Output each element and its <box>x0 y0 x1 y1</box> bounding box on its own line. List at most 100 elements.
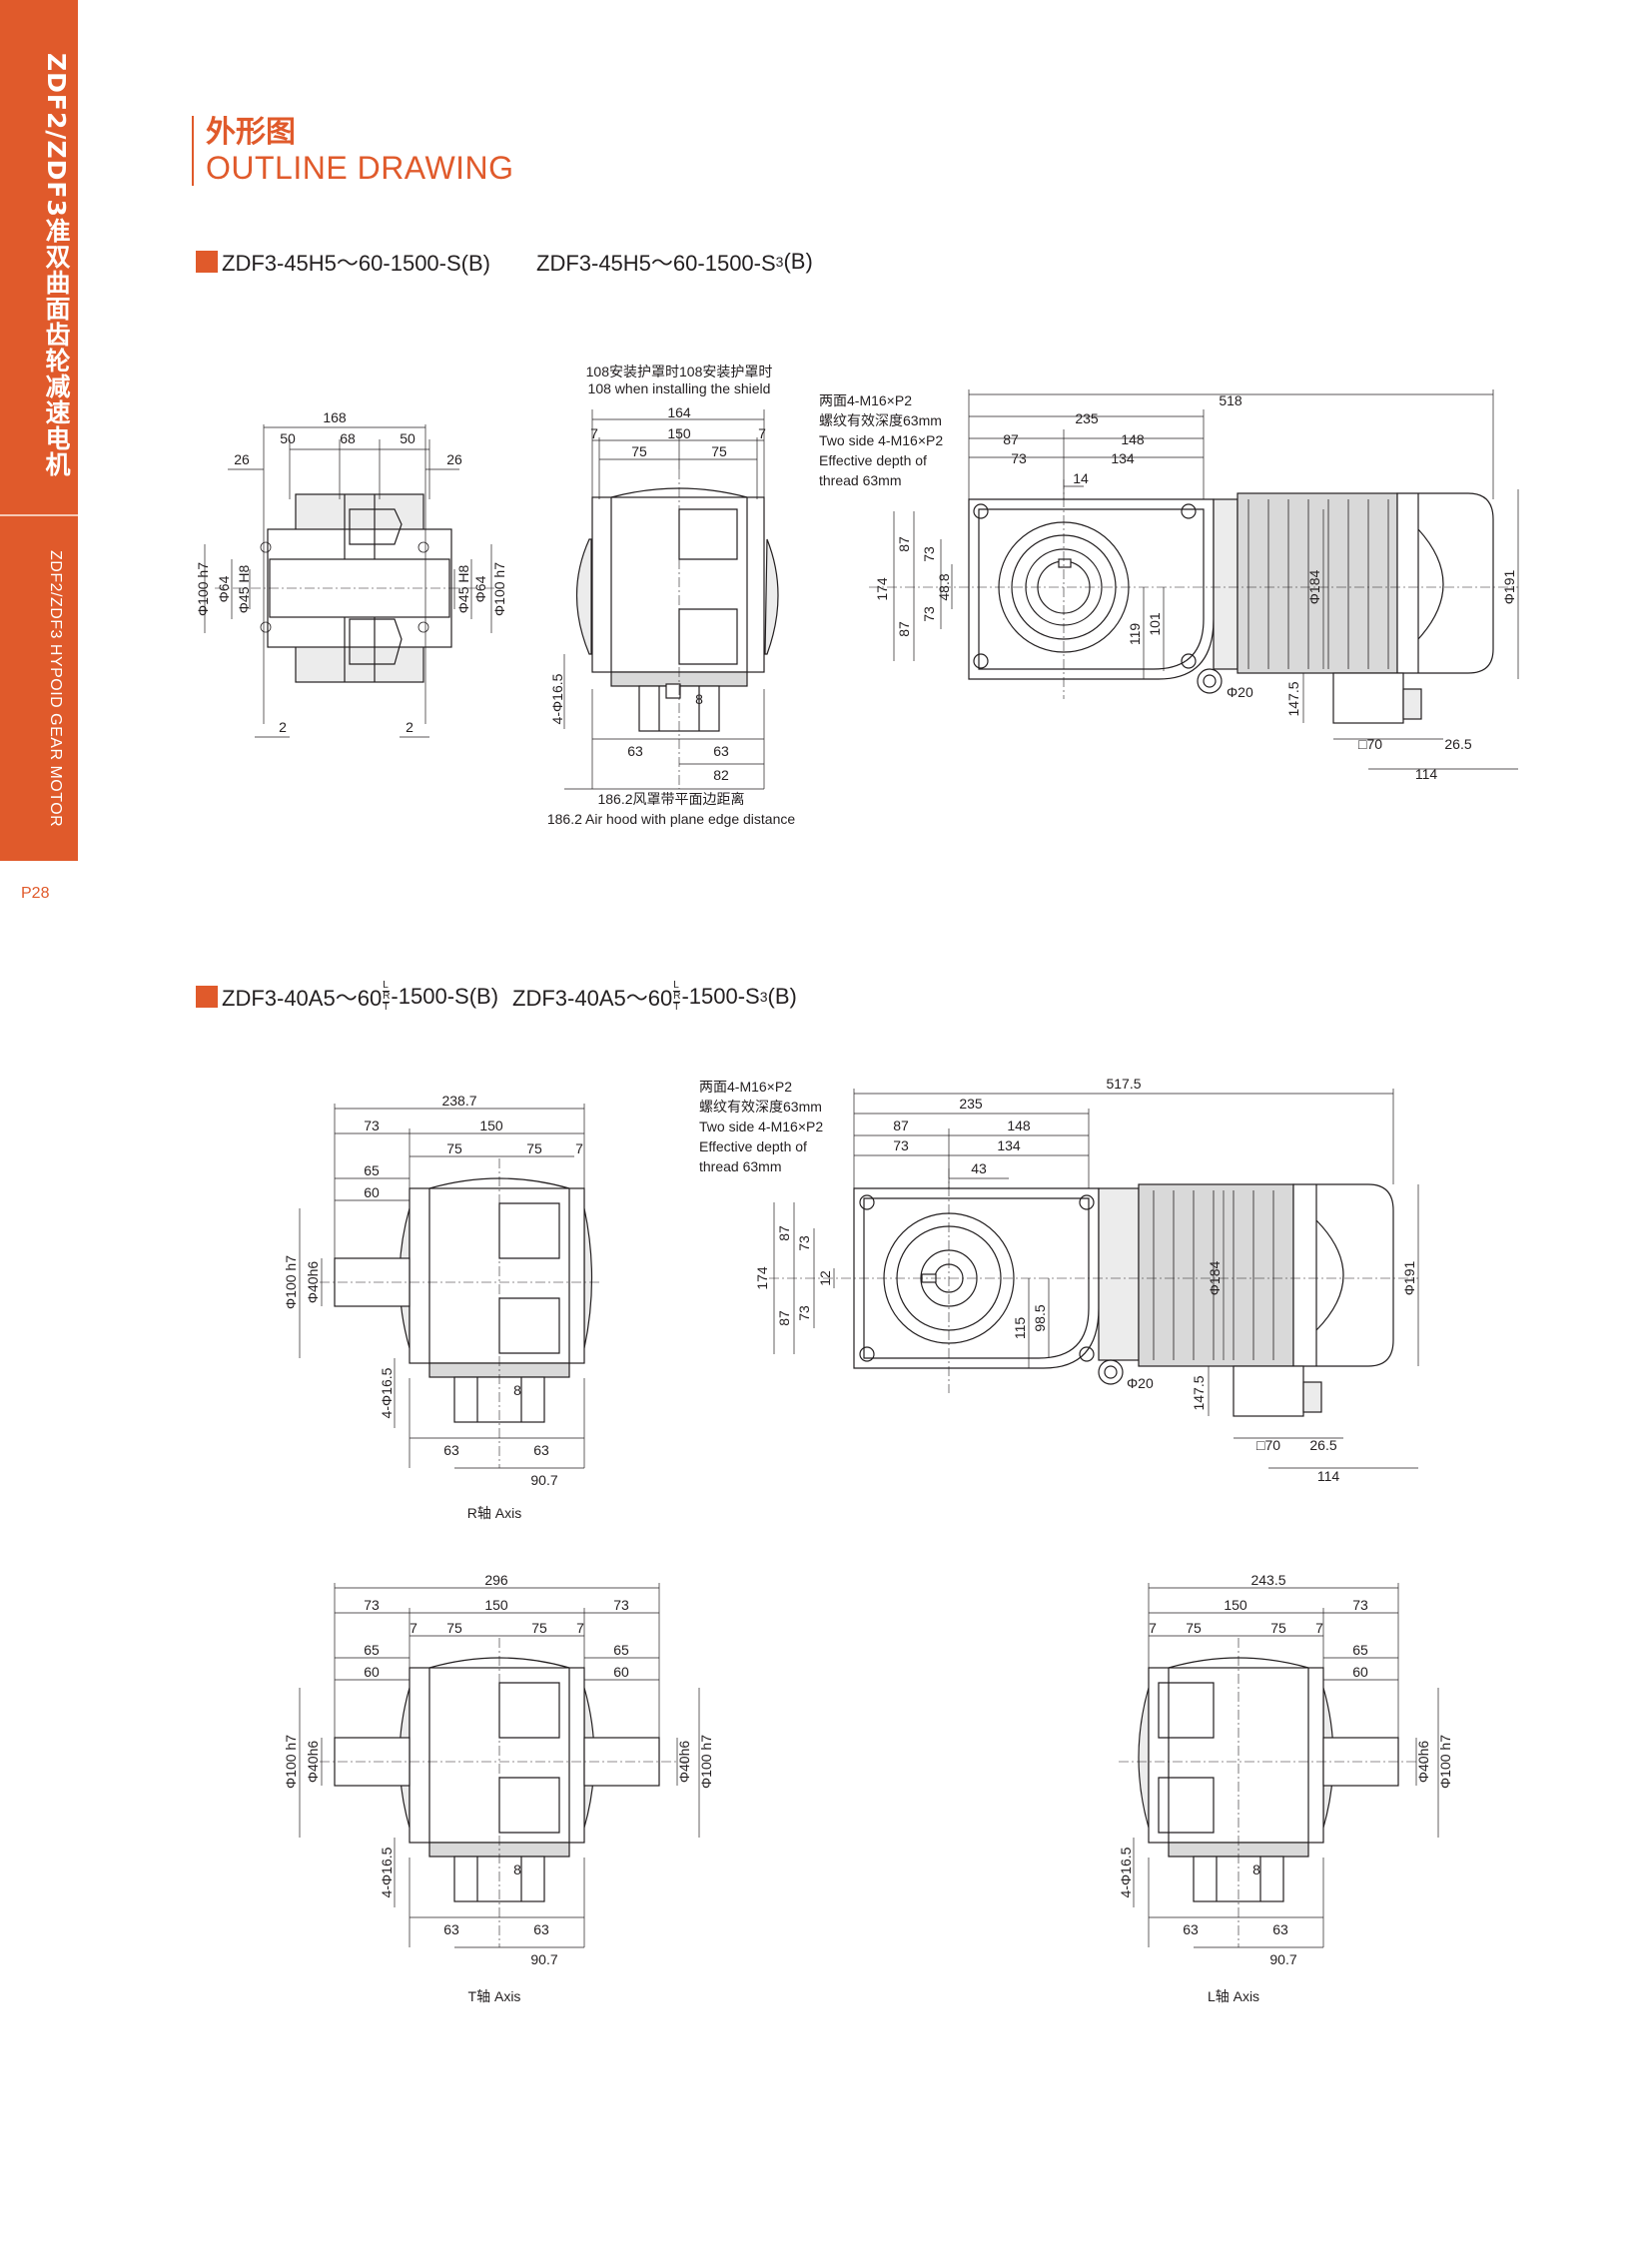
m2-note1: 两面4-M16×P2 <box>699 1079 792 1095</box>
r-dim-7: 7 <box>575 1140 583 1156</box>
section2-model-b-post: (B) <box>767 984 797 1009</box>
sidebar-subtitle: ZDF2/ZDF3 HYPOID GEAR MOTOR <box>47 550 64 828</box>
r-dim-63b: 63 <box>533 1442 549 1458</box>
m2-note3: Two side 4-M16×P2 <box>699 1119 823 1134</box>
r-dim-75b: 75 <box>526 1140 542 1156</box>
dim-26a: 26 <box>234 451 250 467</box>
dim-7a: 7 <box>590 425 598 441</box>
r-dim-63a: 63 <box>443 1442 459 1458</box>
m2-dim-174: 174 <box>754 1266 770 1290</box>
m2-dim-43: 43 <box>971 1160 987 1176</box>
r-dim-8: 8 <box>513 1382 521 1398</box>
dim-phi45-left: Φ45 H8 <box>236 565 252 614</box>
m1-dim-phi184: Φ184 <box>1306 570 1322 605</box>
dim-phi64-left: Φ64 <box>216 575 232 602</box>
heading-english: OUTLINE DRAWING <box>206 150 514 186</box>
l-dim-60: 60 <box>1352 1664 1368 1680</box>
s1-front-view <box>204 424 504 738</box>
r-dim-90: 90.7 <box>530 1472 557 1488</box>
t-dim-296: 296 <box>484 1572 508 1588</box>
sidebar-divider <box>0 514 78 516</box>
l-dim-hole: 4-Φ16.5 <box>1118 1847 1134 1897</box>
m1-dim-phi20: Φ20 <box>1227 684 1253 700</box>
dim-hole: 4-Φ16.5 <box>549 673 565 724</box>
m2-note2: 螺纹有效深度63mm <box>699 1099 822 1115</box>
s1-motor-view <box>869 389 1519 770</box>
m2-dim-73a: 73 <box>796 1235 812 1251</box>
t-dim-65b: 65 <box>613 1642 629 1658</box>
frac-r: R <box>383 991 391 1003</box>
frac-r: R <box>673 991 681 1003</box>
s2-motor-view <box>769 1089 1419 1469</box>
t-dim-phi40b: Φ40h6 <box>676 1741 692 1784</box>
shield-note-cn: 108安装护罩时108安装护罩时 <box>586 364 773 379</box>
m1-dim-sq70: □70 <box>1358 736 1382 752</box>
m1-note2: 螺纹有效深度63mm <box>819 412 942 428</box>
r-dim-73: 73 <box>364 1118 380 1133</box>
frac-stack: L R T <box>383 981 391 1013</box>
section2-model-b: ZDF3-40A5～60 <box>512 986 673 1011</box>
dim-2a: 2 <box>279 719 287 735</box>
l-dim-75b: 75 <box>1270 1620 1286 1636</box>
t-dim-8: 8 <box>513 1862 521 1877</box>
t-dim-90: 90.7 <box>530 1951 557 1967</box>
t-dim-7b: 7 <box>576 1620 584 1636</box>
m2-note4: Effective depth of <box>699 1138 807 1154</box>
section1-model-line: ZDF3-45H5～60-1500-S(B) ZDF3-45H5～60-1500… <box>196 246 813 278</box>
m1-note5: thread 63mm <box>819 472 901 488</box>
m1-dim-87: 87 <box>1003 431 1019 447</box>
frac-stack: L R T <box>673 980 681 1013</box>
s2-l-axis-view <box>1119 1583 1439 1948</box>
shield-note-en: 108 when installing the shield <box>588 380 771 396</box>
m1-note4: Effective depth of <box>819 452 927 468</box>
m2-dim-115: 115 <box>1012 1317 1028 1340</box>
m1-note3: Two side 4-M16×P2 <box>819 432 943 448</box>
m2-dim-147: 147.5 <box>1191 1375 1207 1410</box>
section2-model-a-post: -1500-S(B) <box>391 984 499 1009</box>
section2-model-line: ZDF3-40A5～60 L R T -1500-S(B) ZDF3-40A5～… <box>196 981 797 1013</box>
r-dim-238: 238.7 <box>441 1093 476 1109</box>
r-dim-75a: 75 <box>446 1140 462 1156</box>
r-dim-150: 150 <box>479 1118 503 1133</box>
r-dim-hole: 4-Φ16.5 <box>379 1367 395 1418</box>
section2-model-a: ZDF3-40A5～60 <box>222 986 383 1011</box>
m1-dim-87b: 87 <box>896 621 912 637</box>
l-dim-65: 65 <box>1352 1642 1368 1658</box>
dim-50b: 50 <box>400 430 415 446</box>
l-dim-243: 243.5 <box>1250 1572 1285 1588</box>
dim-82: 82 <box>713 767 729 783</box>
m2-note5: thread 63mm <box>699 1158 781 1174</box>
m2-dim-sq70: □70 <box>1256 1437 1280 1453</box>
t-dim-phi100a: Φ100 h7 <box>283 1735 299 1789</box>
m1-dim-101: 101 <box>1147 612 1163 636</box>
l-dim-63a: 63 <box>1183 1921 1199 1937</box>
t-dim-60b: 60 <box>613 1664 629 1680</box>
dim-8: 8 <box>695 691 703 707</box>
m2-dim-12: 12 <box>817 1270 833 1286</box>
m1-dim-235: 235 <box>1075 410 1099 426</box>
m2-dim-87a: 87 <box>776 1225 792 1241</box>
m2-dim-phi20: Φ20 <box>1127 1375 1154 1391</box>
m1-dim-518: 518 <box>1219 392 1242 408</box>
page-heading: 外形图 OUTLINE DRAWING <box>192 116 514 186</box>
dim-26b: 26 <box>446 451 462 467</box>
dim-50a: 50 <box>280 430 296 446</box>
t-dim-63a: 63 <box>443 1921 459 1937</box>
t-dim-150: 150 <box>484 1597 508 1613</box>
m2-dim-73b: 73 <box>796 1305 812 1321</box>
dim-75a: 75 <box>631 443 647 459</box>
t-dim-phi100b: Φ100 h7 <box>698 1735 714 1789</box>
dim-phi100-right: Φ100 h7 <box>491 562 507 616</box>
l-dim-7a: 7 <box>1149 1620 1157 1636</box>
frac-l: L <box>673 980 679 991</box>
m2-dim-phi191: Φ191 <box>1401 1261 1417 1296</box>
t-dim-65a: 65 <box>364 1642 380 1658</box>
section1-model-b: ZDF3-45H5～60-1500-S <box>536 251 776 276</box>
heading-chinese: 外形图 <box>206 115 296 150</box>
section2-model-b-sub: 3 <box>759 989 768 1005</box>
m1-dim-73a: 73 <box>921 546 937 562</box>
m1-dim-48: 48.8 <box>936 573 952 600</box>
m1-dim-119: 119 <box>1127 623 1143 646</box>
dim-63a: 63 <box>627 743 643 759</box>
